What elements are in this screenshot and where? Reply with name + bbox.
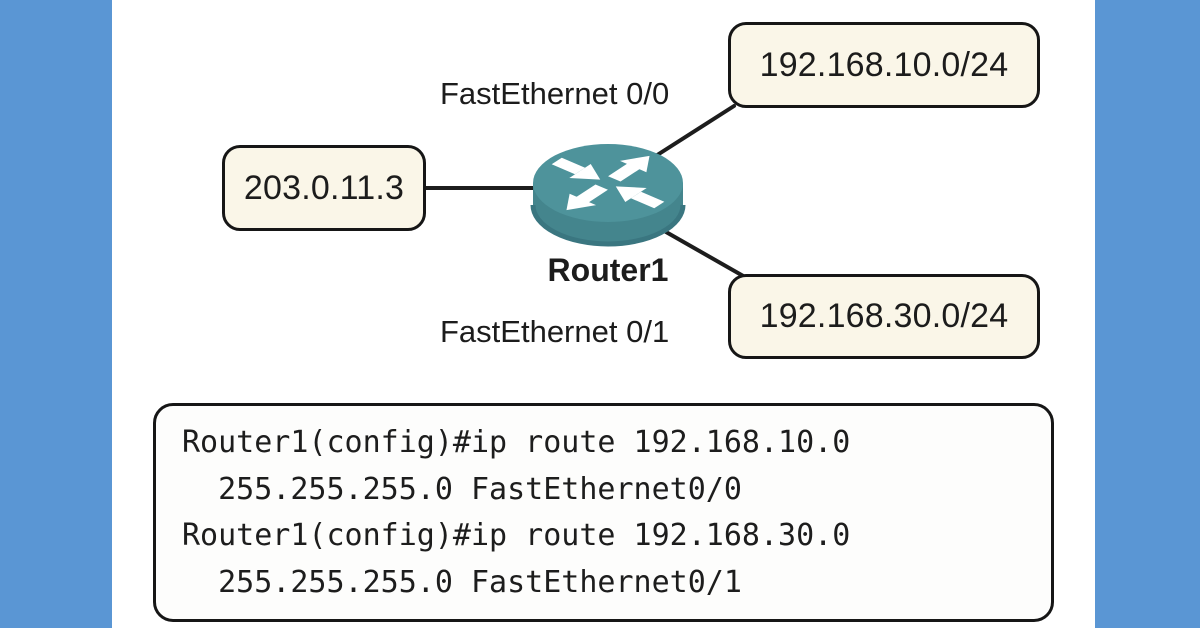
router-arrows-icon	[551, 155, 665, 211]
config-command-line: Router1(config)#ip route 192.168.30.0	[182, 518, 851, 553]
node-network-10-label: 192.168.10.0/24	[759, 45, 1009, 84]
router-top-face	[533, 144, 683, 222]
config-command-line: Router1(config)#ip route 192.168.10.0	[182, 425, 851, 460]
node-network-30-label: 192.168.30.0/24	[759, 297, 1009, 335]
interface-label-fastethernet-0-1: FastEthernet 0/1	[440, 314, 670, 349]
config-command-line: 255.255.255.0 FastEthernet0/1	[182, 564, 742, 600]
config-command-line: 255.255.255.0 FastEthernet0/0	[182, 471, 742, 507]
cisco-router-icon	[530, 144, 686, 247]
node-network-30: 192.168.30.0/24	[728, 274, 1040, 359]
node-wan-address-label: 203.0.11.3	[243, 168, 405, 207]
router-cylinder-rim	[530, 204, 686, 247]
right-blue-panel	[1095, 0, 1200, 628]
left-blue-panel	[0, 0, 112, 628]
node-wan-address: 203.0.11.3	[222, 145, 426, 231]
router-name-label: Router1	[547, 252, 669, 288]
interface-label-fastethernet-0-0: FastEthernet 0/0	[440, 76, 670, 111]
node-network-10: 192.168.10.0/24	[728, 22, 1040, 108]
config-commands-box: Router1(config)#ip route 192.168.10.0 25…	[153, 403, 1054, 622]
